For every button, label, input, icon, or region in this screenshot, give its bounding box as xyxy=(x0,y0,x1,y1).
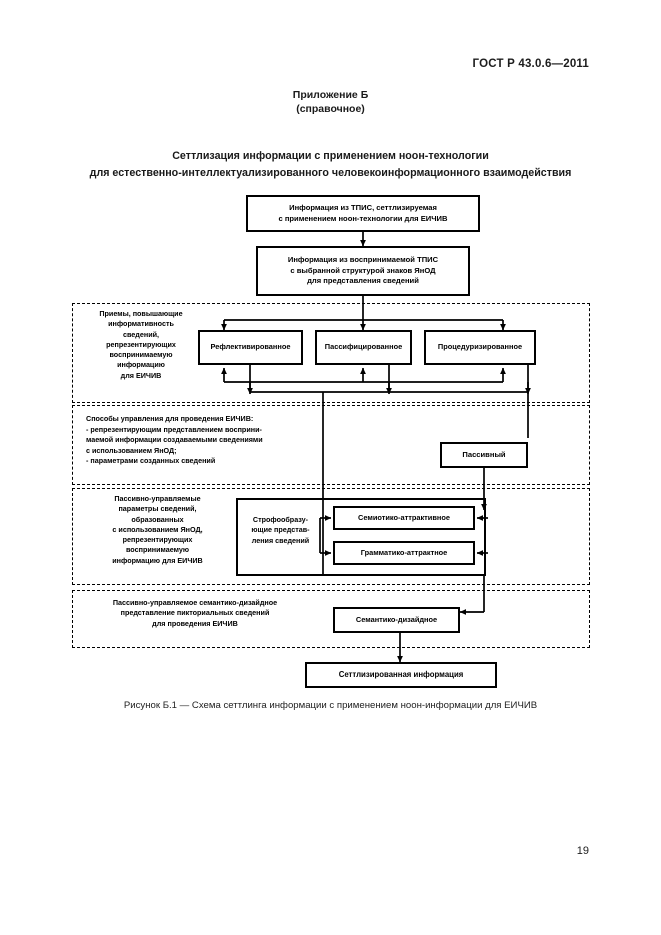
page-title-line-2: для естественно-интеллектуализированного… xyxy=(89,167,572,179)
band-4-label-line-2: представление пикториальных сведений xyxy=(120,608,270,618)
node-perceived-information-line-3: для представления сведений xyxy=(307,276,419,286)
page-title: Сеттлизация информации с применением ноо… xyxy=(0,148,661,182)
node-input-information-line-1: Информация из ТПИС, сеттлизируемая xyxy=(289,203,437,212)
band-4-label-line-1: Пассивно-управляемое семантико-дизайдное xyxy=(112,598,278,607)
node-grammatic-attractive: Грамматико-аттрактное xyxy=(333,541,475,565)
appendix-heading: Приложение Б (справочное) xyxy=(0,88,661,116)
band-3-label-line-2: параметры сведений, xyxy=(118,504,197,514)
node-perceived-information-line-2: с выбранной структурой знаков ЯнОД xyxy=(290,265,436,275)
band-1-label: Приемы, повышающие информативность сведе… xyxy=(82,309,200,381)
band-3-label-line-1: Пассивно-управляемые xyxy=(114,494,201,503)
band-semantic-design-presentation xyxy=(72,590,590,648)
band-1-label-line-1: Приемы, повышающие xyxy=(99,309,183,318)
page-number: 19 xyxy=(576,845,589,857)
figure-caption: Рисунок Б.1 — Схема сеттлинга информации… xyxy=(123,700,538,711)
band-3-label: Пассивно-управляемые параметры сведений,… xyxy=(80,494,235,566)
node-stroform-label: Строфообразу- ющие представ- ления сведе… xyxy=(243,515,318,546)
node-settled-information: Сеттлизированная информация xyxy=(305,662,497,688)
node-procedural: Процедуризированное xyxy=(424,330,536,365)
band-3-label-line-4: с использованием ЯнОД, xyxy=(112,524,203,534)
node-perceived-information: Информация из воспринимаемой ТПИС с выбр… xyxy=(256,246,470,296)
band-passive-controlled-params xyxy=(72,488,590,585)
band-2-label: Способы управления для проведения ЕИЧИВ:… xyxy=(86,414,326,467)
band-1-label-line-3: сведений, xyxy=(122,329,160,339)
band-3-label-line-3: образованных xyxy=(131,514,184,524)
node-passive: Пассивный xyxy=(440,442,528,468)
flowchart-diagram: Информация из ТПИС, сеттлизируемая с при… xyxy=(72,195,590,688)
band-4-label-line-3: для проведения ЕИЧИВ xyxy=(152,618,238,628)
node-perceived-information-line-1: Информация из воспринимаемой ТПИС xyxy=(287,255,439,265)
node-passified: Пассифицированное xyxy=(315,330,412,365)
standard-header: ГОСТ Р 43.0.6—2011 xyxy=(472,58,589,70)
group-stroform-attractive xyxy=(236,498,486,576)
band-1-label-line-6: информацию xyxy=(117,360,165,370)
band-3-label-line-7: информацию для ЕИЧИВ xyxy=(112,555,203,565)
band-2-label-line-3: маемой информации создаваемыми сведениям… xyxy=(86,435,263,445)
band-control-methods xyxy=(72,405,590,485)
band-1-label-line-4: репрезентирующих xyxy=(106,339,176,349)
node-input-information: Информация из ТПИС, сеттлизируемая с при… xyxy=(246,195,480,232)
node-reflective: Рефлективированное xyxy=(198,330,303,365)
band-2-label-line-5: - параметрами созданных сведений xyxy=(86,456,216,466)
band-3-label-line-6: воспринимаемую xyxy=(125,545,189,555)
node-stroform-line-2: ющие представ- xyxy=(251,525,310,535)
node-semantic-design: Семантико-дизайдное xyxy=(333,607,460,633)
band-3-label-line-5: репрезентирующих xyxy=(122,535,193,545)
node-stroform-line-3: ления сведений xyxy=(251,535,310,545)
node-input-information-line-2: с применением ноон-технологии для ЕИЧИВ xyxy=(278,213,448,223)
band-2-label-line-2: - репрезентирующим представлением воспри… xyxy=(86,424,262,434)
appendix-label: Приложение Б xyxy=(292,89,369,101)
node-semiotic-attractive: Семиотико-аттрактивное xyxy=(333,506,475,530)
band-1-label-line-5: воспринимаемую xyxy=(109,350,173,360)
node-stroform-line-1: Строфообразу- xyxy=(252,515,309,524)
band-1-label-line-7: для ЕИЧИВ xyxy=(120,370,162,380)
connector-layer xyxy=(221,232,531,663)
band-4-label: Пассивно-управляемое семантико-дизайдное… xyxy=(80,598,310,629)
band-2-label-line-4: с использованием ЯнОД; xyxy=(86,445,177,455)
page-title-line-1: Сеттлизация информации с применением ноо… xyxy=(172,150,489,162)
band-information-enhancement xyxy=(72,303,590,403)
band-2-label-line-1: Способы управления для проведения ЕИЧИВ: xyxy=(86,414,254,423)
band-1-label-line-2: информативность xyxy=(108,319,174,329)
appendix-subtitle: (справочное) xyxy=(296,103,365,115)
